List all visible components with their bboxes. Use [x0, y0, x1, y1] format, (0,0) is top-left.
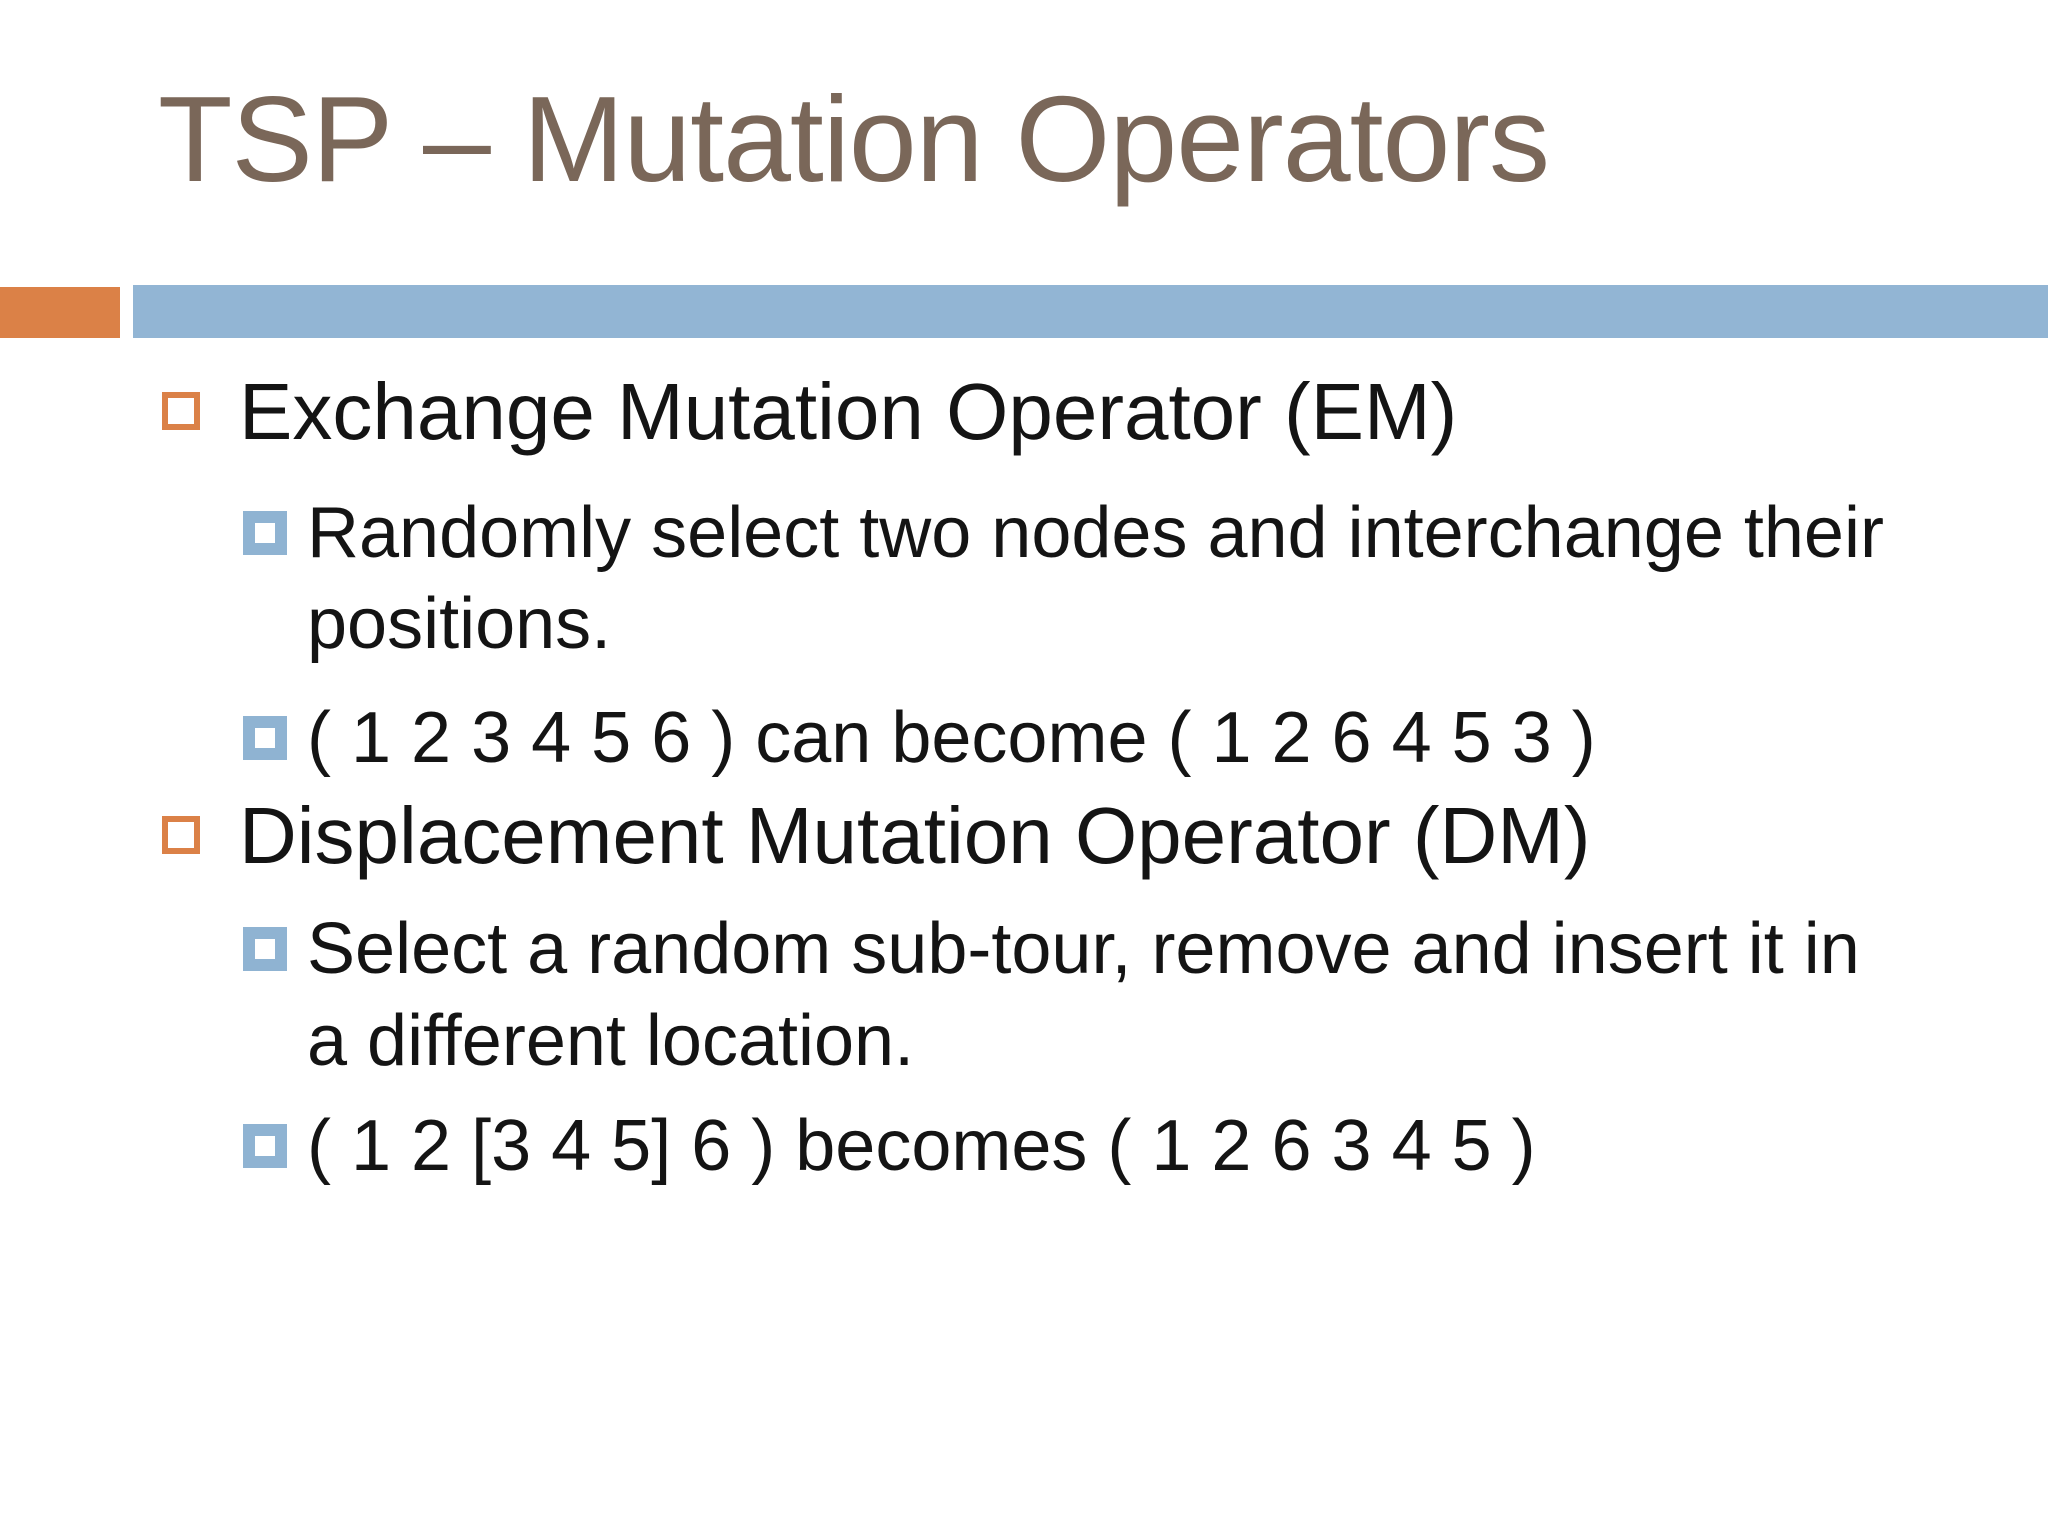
- bullet-item-level1: Displacement Mutation Operator (DM): [162, 784, 2048, 888]
- filled-square-bullet-icon: [243, 715, 287, 760]
- bullet-item-level2: Randomly select two nodes and interchang…: [243, 488, 2048, 671]
- bullet-hole: [255, 939, 275, 960]
- bullet-text: ( 1 2 [3 4 5] 6 ) becomes ( 1 2 6 3 4 5 …: [307, 1106, 1536, 1187]
- bullet-hole: [255, 1136, 275, 1157]
- bullet-text: Randomly select two nodes and interchang…: [307, 493, 1884, 665]
- bullet-item-level2: Select a random sub-tour, remove and ins…: [243, 904, 2048, 1087]
- filled-square-bullet-icon: [243, 1124, 287, 1169]
- accent-bar-orange: [0, 287, 120, 338]
- bullet-text: ( 1 2 3 4 5 6 ) can become ( 1 2 6 4 5 3…: [307, 697, 1596, 778]
- bullet-list: Exchange Mutation Operator (EM) Randomly …: [0, 360, 2048, 1193]
- accent-bar-blue: [133, 285, 2048, 338]
- slide-title: TSP – Mutation Operators: [158, 71, 1550, 207]
- filled-square-bullet-icon: [243, 927, 287, 972]
- bullet-hole: [255, 727, 275, 748]
- bullet-item-level2: ( 1 2 [3 4 5] 6 ) becomes ( 1 2 6 3 4 5 …: [243, 1101, 2048, 1192]
- bullet-text: Select a random sub-tour, remove and ins…: [307, 909, 1860, 1081]
- bullet-hole: [255, 523, 275, 543]
- bullet-text: Exchange Mutation Operator (EM): [239, 367, 1458, 456]
- bullet-item-level1: Exchange Mutation Operator (EM): [162, 360, 2048, 464]
- bullet-text: Displacement Mutation Operator (DM): [239, 791, 1591, 881]
- hollow-square-bullet-icon: [162, 816, 200, 855]
- hollow-square-bullet-icon: [162, 392, 200, 430]
- bullet-item-level2: ( 1 2 3 4 5 6 ) can become ( 1 2 6 4 5 3…: [243, 693, 2048, 784]
- filled-square-bullet-icon: [243, 511, 287, 555]
